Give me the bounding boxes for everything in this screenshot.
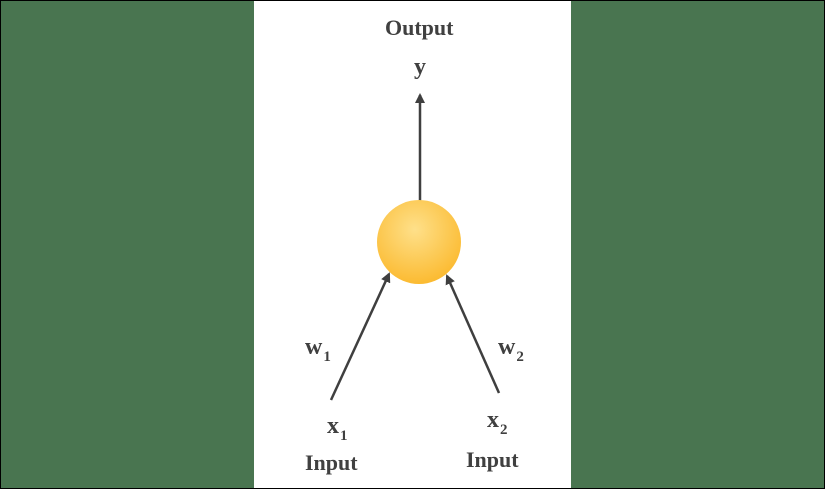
- weight-2-label: w2: [498, 334, 524, 365]
- input-1-label: Input: [305, 450, 358, 475]
- input-1-arrow: [329, 272, 391, 401]
- input-2-symbol: x2: [487, 407, 508, 438]
- input-2-arrow: [445, 274, 501, 394]
- weight-1-label: w1: [305, 334, 331, 365]
- output-title: Output: [385, 15, 454, 40]
- input-2-label: Input: [466, 447, 519, 472]
- input-1-symbol: x1: [327, 413, 348, 444]
- neuron-node: [377, 200, 461, 284]
- output-symbol: y: [414, 54, 426, 80]
